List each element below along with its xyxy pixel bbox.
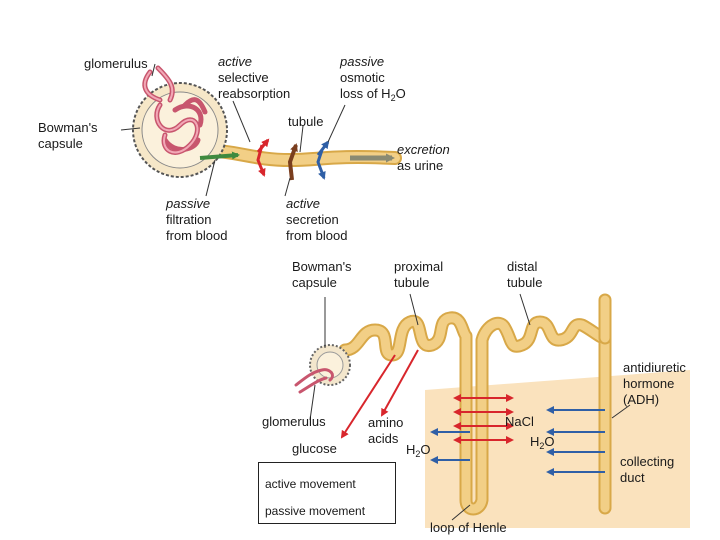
glucose-arrow xyxy=(340,354,396,439)
label-loop-of-henle: loop of Henle xyxy=(430,520,507,535)
label-top-tubule: tubule xyxy=(288,114,324,129)
legend-active-label: active movement xyxy=(265,477,356,491)
top-osmotic-arrow xyxy=(316,149,326,180)
label-h2o-left: H2O xyxy=(406,442,431,459)
label-top-glomerulus: glomerulus xyxy=(84,56,148,71)
legend-passive-label: passive movement xyxy=(265,504,366,518)
legend: active movement passive movement xyxy=(258,462,396,524)
label-passive-filtration: passive filtration from blood xyxy=(166,196,228,243)
h2o-left-arrows xyxy=(430,428,470,464)
nephron-tubule xyxy=(338,293,612,516)
top-filtration-arrow xyxy=(199,151,240,160)
top-secretion-arrow xyxy=(287,143,298,181)
h2o-right-arrows xyxy=(546,406,605,476)
label-excretion: excretion as urine xyxy=(397,142,450,173)
label-nacl: NaCl xyxy=(505,414,534,429)
bottom-glomerulus xyxy=(294,368,334,394)
label-passive-osmotic: passive osmotic loss of H2O xyxy=(340,54,406,103)
nacl-arrows xyxy=(453,394,514,444)
bottom-nephron xyxy=(294,293,690,528)
amino-acid-arrow xyxy=(381,349,419,417)
top-nephron xyxy=(120,63,402,197)
label-h2o-right: H2O xyxy=(530,434,555,451)
label-bottom-glomerulus: glomerulus xyxy=(262,414,326,429)
label-glucose: glucose xyxy=(292,441,337,456)
label-active-reabsorption: active selective reabsorption xyxy=(218,54,291,101)
label-active-secretion: active secretion from blood xyxy=(286,196,348,243)
